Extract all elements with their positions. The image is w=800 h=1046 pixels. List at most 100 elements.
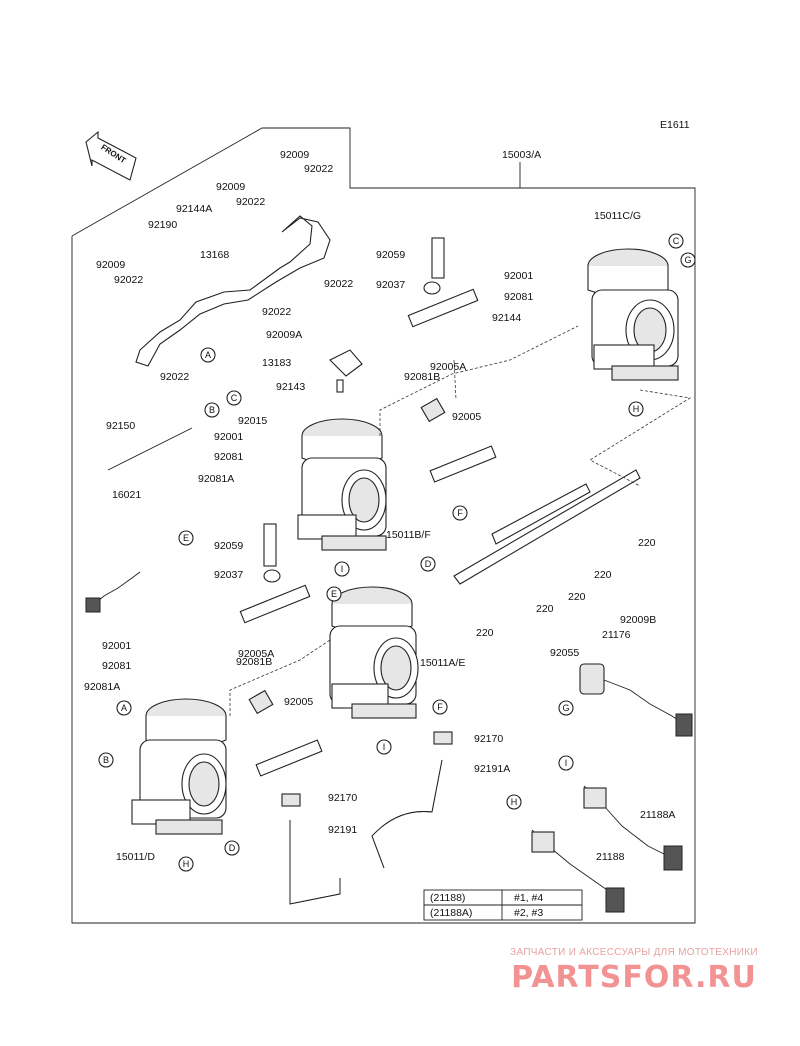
diagram-code: E1611 bbox=[660, 119, 690, 131]
carburetor-b-f bbox=[297, 418, 387, 551]
svg-text:C: C bbox=[231, 393, 238, 403]
ref-marker-e: E bbox=[326, 586, 342, 602]
part-label: 92081B bbox=[236, 656, 272, 668]
ref-marker-a: A bbox=[116, 700, 132, 716]
carburetor-c-g bbox=[587, 248, 679, 381]
rail-upper bbox=[453, 469, 641, 585]
ref-marker-b: B bbox=[98, 752, 114, 768]
svg-text:D: D bbox=[229, 843, 236, 853]
part-label: 13183 bbox=[262, 357, 291, 369]
part-label: 92009 bbox=[280, 149, 309, 161]
legend-text: (21188)#1, #4(21188A)#2, #3 bbox=[430, 892, 543, 919]
svg-text:B: B bbox=[103, 755, 109, 765]
part-label: 92009A bbox=[266, 329, 302, 341]
harness-21188a-body bbox=[583, 787, 607, 809]
ref-marker-b: B bbox=[204, 402, 220, 418]
svg-text:D: D bbox=[425, 559, 432, 569]
part-label: 92037 bbox=[376, 279, 405, 291]
legend-cylinders: #2, #3 bbox=[514, 907, 543, 919]
clamp-92170-lower bbox=[281, 793, 301, 807]
part-label: 92144 bbox=[492, 312, 521, 324]
cable-end-16021 bbox=[85, 597, 101, 613]
carburetor-d bbox=[131, 698, 227, 835]
ref-marker-i: I bbox=[558, 755, 574, 771]
part-label: 92001 bbox=[504, 270, 533, 282]
joint-92005-mid bbox=[429, 445, 497, 483]
part-label: 220 bbox=[568, 591, 586, 603]
linkage-bottom bbox=[229, 639, 331, 716]
part-label: 15011A/E bbox=[420, 657, 465, 669]
linkage-top bbox=[379, 325, 579, 436]
part-label: 92191 bbox=[328, 824, 357, 836]
part-label: 92022 bbox=[324, 278, 353, 290]
part-label: 92005A bbox=[238, 648, 274, 660]
front-arrow: FRONT bbox=[85, 130, 137, 181]
part-label: 92190 bbox=[148, 219, 177, 231]
part-label: 13168 bbox=[200, 249, 229, 261]
legend-cylinders: #1, #4 bbox=[514, 892, 543, 904]
legend-part: (21188A) bbox=[430, 907, 472, 919]
part-label: 92144A bbox=[176, 203, 212, 215]
part-label: 92081B bbox=[404, 371, 440, 383]
pipe-92059-top bbox=[431, 237, 445, 279]
svg-text:C: C bbox=[673, 236, 680, 246]
linkage-right bbox=[589, 389, 692, 487]
svg-text:H: H bbox=[511, 797, 518, 807]
svg-text:H: H bbox=[633, 404, 640, 414]
bracket-13168 bbox=[135, 215, 331, 367]
carburetor-a-e bbox=[329, 586, 419, 719]
part-label: 92022 bbox=[236, 196, 265, 208]
ref-marker-f: F bbox=[432, 699, 448, 715]
part-label: 92059 bbox=[376, 249, 405, 261]
spring-92081b-top bbox=[420, 397, 446, 423]
part-label: 92143 bbox=[276, 381, 305, 393]
part-label: 92009B bbox=[620, 614, 656, 626]
ref-marker-g: G bbox=[558, 700, 574, 716]
part-label: 92150 bbox=[106, 420, 135, 432]
part-label: 92191A bbox=[474, 763, 510, 775]
part-label: 92005 bbox=[452, 411, 481, 423]
ref-marker-i: I bbox=[376, 739, 392, 755]
holder-13183 bbox=[329, 349, 363, 377]
sensor-21176 bbox=[579, 663, 605, 695]
svg-text:G: G bbox=[684, 255, 691, 265]
harness-21188a-connector bbox=[663, 845, 683, 871]
linkage-spring bbox=[453, 359, 457, 401]
svg-text:I: I bbox=[383, 742, 386, 752]
rod-92150 bbox=[107, 427, 193, 471]
part-label: 15011B/F bbox=[386, 529, 431, 541]
hose-92191a-inner bbox=[371, 759, 443, 869]
part-label: 21188A bbox=[640, 809, 675, 821]
part-label: 15011/D bbox=[116, 851, 155, 863]
part-label: 92055 bbox=[550, 647, 579, 659]
part-label: 92059 bbox=[214, 540, 243, 552]
clamp-92170-upper bbox=[433, 731, 453, 745]
part-label: 15011C/G bbox=[594, 210, 641, 222]
part-label: 92081 bbox=[214, 451, 243, 463]
ref-marker-f: F bbox=[452, 505, 468, 521]
svg-text:I: I bbox=[341, 564, 344, 574]
part-label: 92022 bbox=[304, 163, 333, 175]
svg-text:I: I bbox=[565, 758, 568, 768]
part-label: 92022 bbox=[262, 306, 291, 318]
part-label: 16021 bbox=[112, 489, 141, 501]
svg-text:G: G bbox=[562, 703, 569, 713]
spring-92081b-mid bbox=[248, 689, 274, 715]
ref-marker-h: H bbox=[628, 401, 644, 417]
svg-text:A: A bbox=[121, 703, 127, 713]
part-label: 21188 bbox=[596, 851, 625, 863]
part-label: 92081 bbox=[102, 660, 131, 672]
svg-text:A: A bbox=[205, 350, 211, 360]
svg-text:E: E bbox=[183, 533, 189, 543]
part-label: 92022 bbox=[160, 371, 189, 383]
part-label: 220 bbox=[638, 537, 656, 549]
part-label: 92009 bbox=[216, 181, 245, 193]
part-label: 220 bbox=[476, 627, 494, 639]
part-label: 92037 bbox=[214, 569, 243, 581]
legend-table bbox=[423, 889, 583, 921]
part-label: 92081A bbox=[198, 473, 234, 485]
ref-marker-c: C bbox=[668, 233, 684, 249]
svg-text:F: F bbox=[457, 508, 463, 518]
ref-marker-c: C bbox=[226, 390, 242, 406]
